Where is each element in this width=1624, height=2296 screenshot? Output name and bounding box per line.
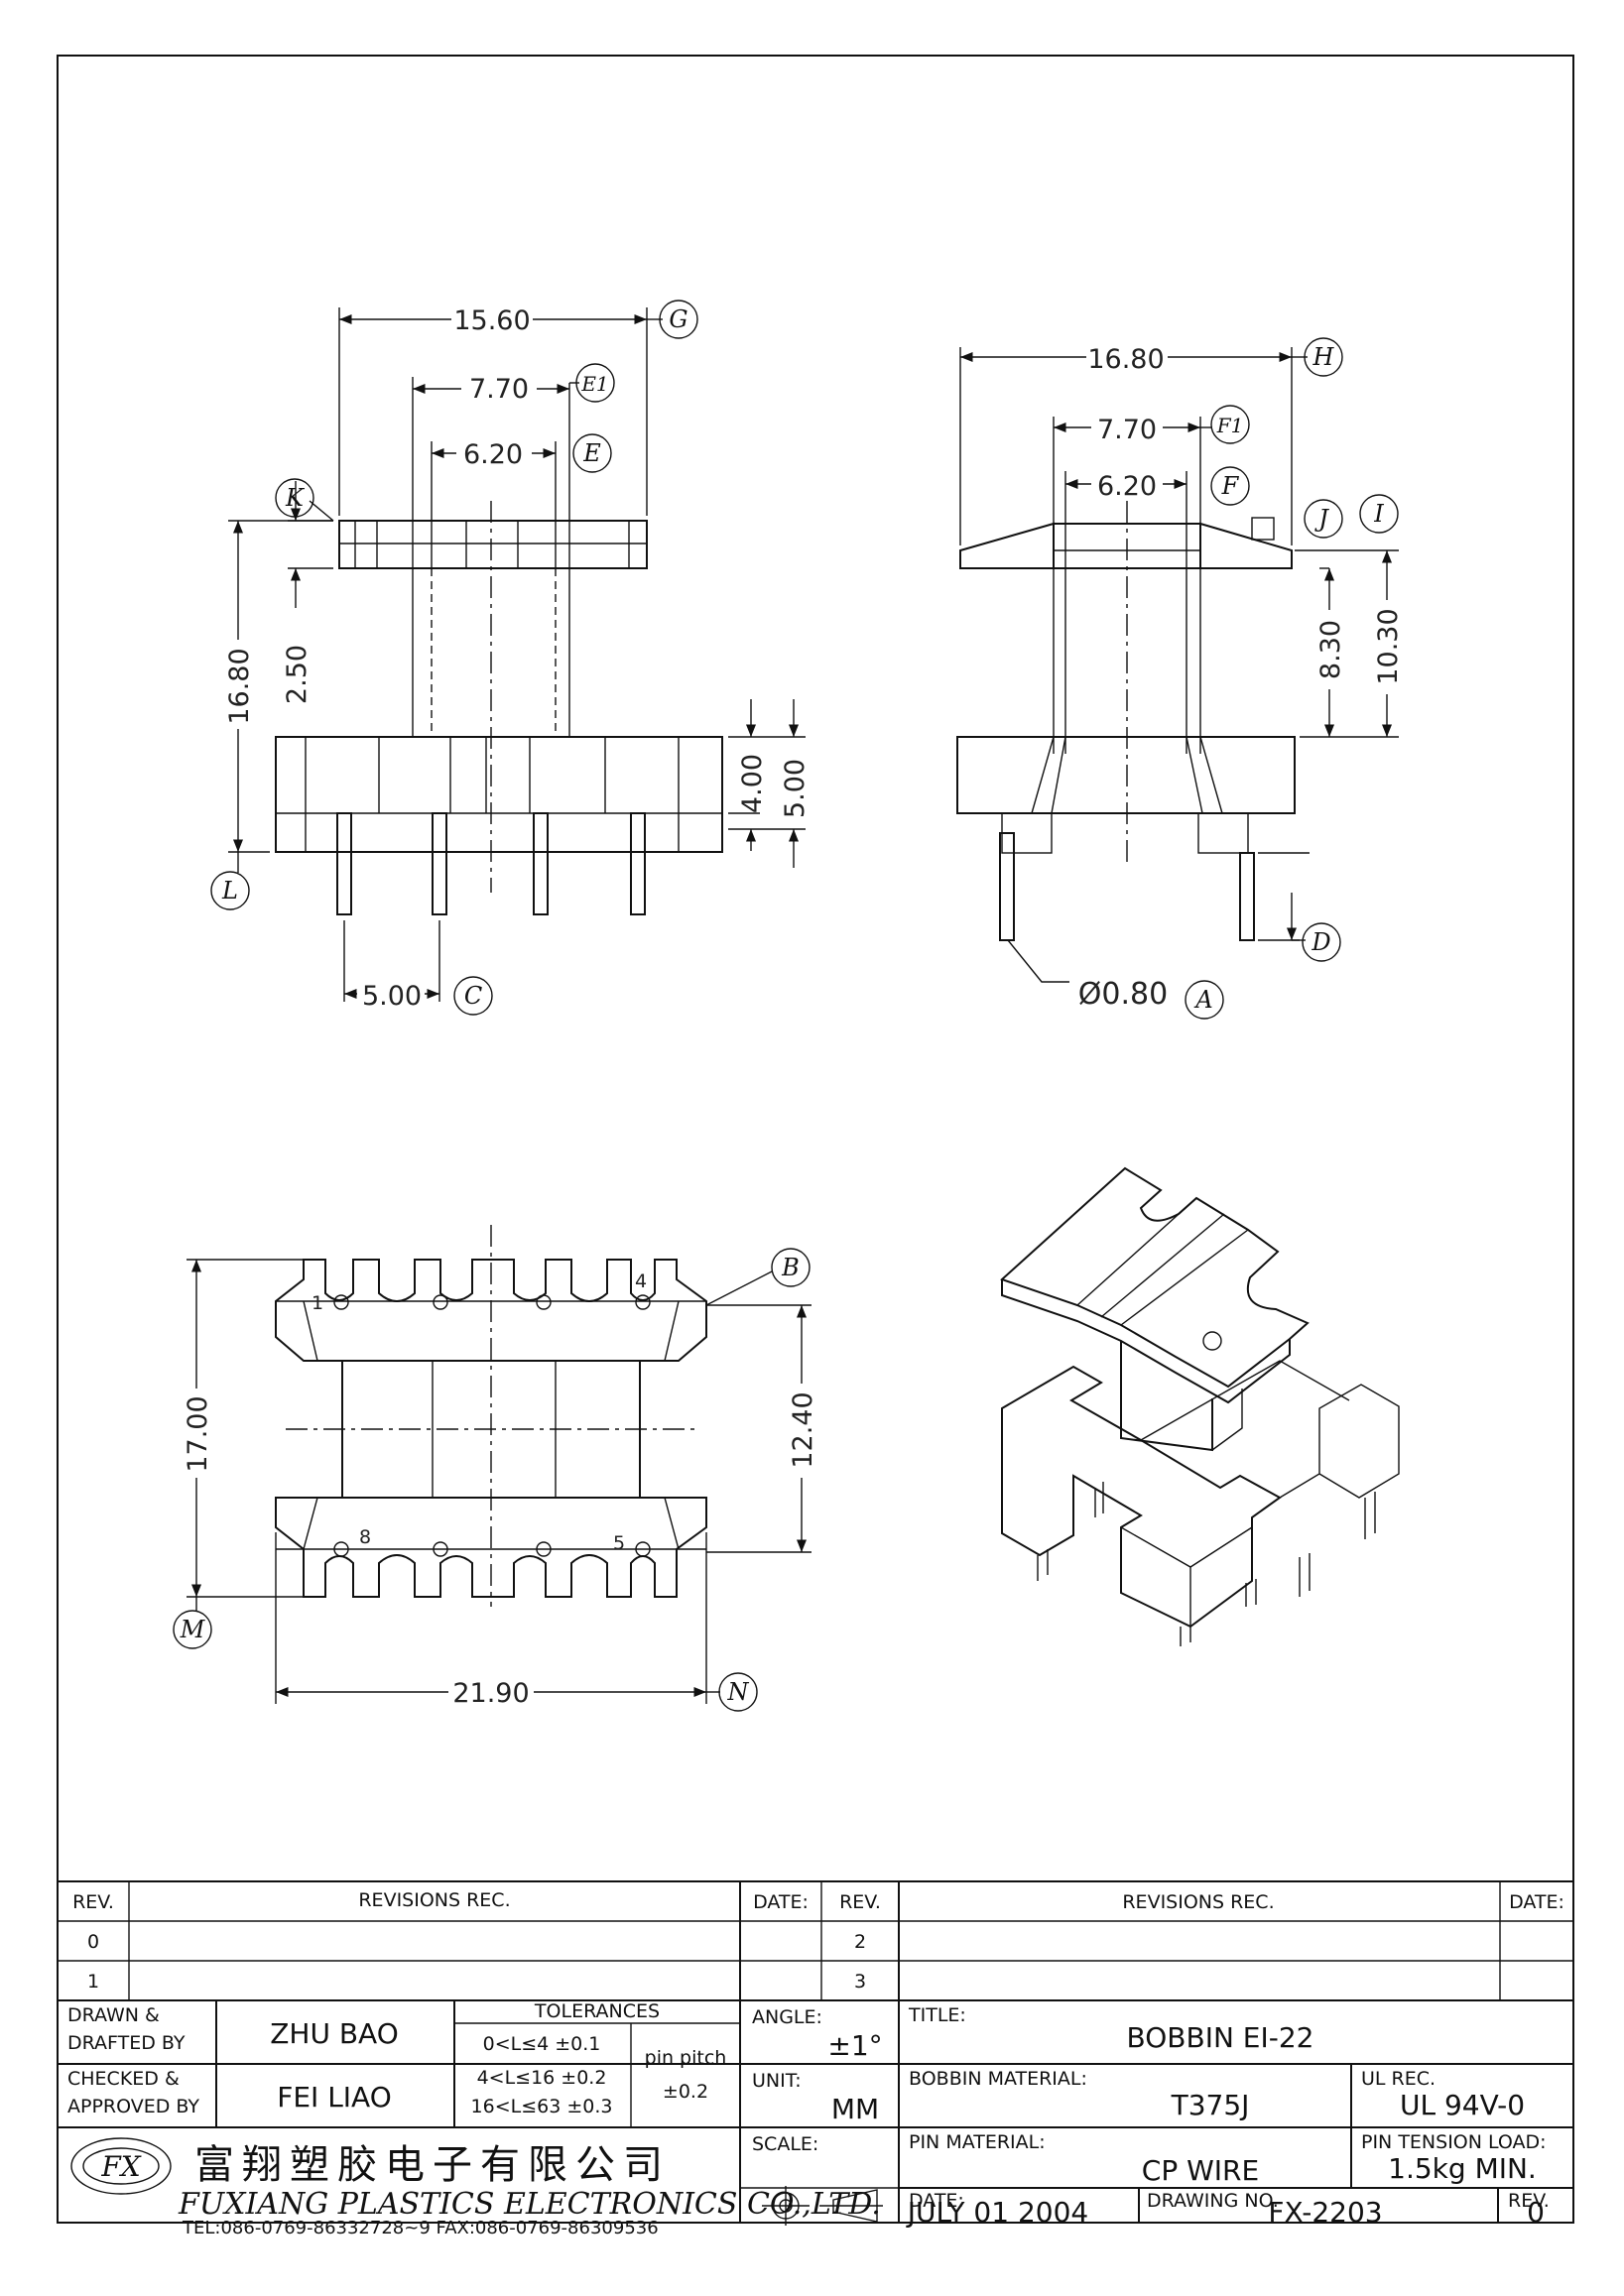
dim-6-20-side: 6.20	[1097, 471, 1157, 502]
company-logo: FX	[70, 2137, 172, 2195]
title-value: BOBBIN EI-22	[1127, 2021, 1314, 2054]
pin-tension-value: 1.5kg MIN.	[1388, 2152, 1537, 2185]
callout-b: B	[781, 1254, 800, 1281]
projection-symbol-icon	[762, 2186, 883, 2226]
rev-row-1: 1	[87, 1971, 99, 1993]
pin-label-1: 1	[312, 1292, 323, 1314]
tolerance-row-2: 4<L≤16 ±0.2	[477, 2067, 607, 2089]
dim-5-00-pitch: 5.00	[362, 981, 422, 1012]
dim-pin-diameter: Ø0.80	[1078, 977, 1168, 1012]
dim-4-00: 4.00	[737, 754, 768, 813]
sheet-border	[57, 55, 1574, 2224]
callout-h: H	[1312, 343, 1335, 371]
pin-material-value: CP WIRE	[1142, 2154, 1259, 2187]
dim-15-60: 15.60	[453, 305, 530, 336]
dim-21-90: 21.90	[452, 1678, 529, 1709]
checked-label: CHECKED &	[67, 2068, 180, 2090]
callout-d: D	[1311, 928, 1330, 956]
tolerance-row-1: 0<L≤4 ±0.1	[483, 2033, 601, 2055]
approved-label: APPROVED BY	[67, 2096, 199, 2117]
callout-e1: E1	[580, 372, 608, 396]
dim-7-70-side: 7.70	[1097, 415, 1157, 445]
drafted-label: DRAFTED BY	[67, 2032, 186, 2054]
date-label: DATE:	[909, 2190, 964, 2212]
callout-i: I	[1373, 500, 1384, 528]
callout-f1: F1	[1216, 414, 1244, 437]
rev-header-right: REV.	[839, 1891, 881, 1913]
revisions-header-right: REVISIONS REC.	[1122, 1891, 1274, 1913]
company-contact: TEL:086-0769-86332728~9 FAX:086-0769-863…	[182, 2218, 659, 2238]
drawing-no-label: DRAWING NO.	[1147, 2190, 1279, 2212]
callout-c: C	[464, 982, 482, 1010]
side-view: 16.80 7.70 6.20 8.30 10.30 Ø0.80 H	[956, 337, 1404, 1020]
callout-e: E	[582, 439, 601, 467]
bobbin-material-value: T375J	[1171, 2089, 1250, 2121]
date-header-right: DATE:	[1509, 1891, 1564, 1913]
dim-7-70-front: 7.70	[469, 374, 529, 405]
dim-16-80-side: 16.80	[1087, 344, 1164, 375]
date-header-left: DATE:	[753, 1891, 809, 1913]
pin-label-4: 4	[635, 1270, 647, 1292]
front-view: 15.60 7.70 6.20 2.50 16.80 4.00 5.00	[210, 300, 811, 1016]
rev-value: 0	[1527, 2196, 1545, 2229]
callout-a: A	[1193, 986, 1212, 1014]
pin-label-5: 5	[613, 1532, 625, 1554]
rev-row-3: 3	[854, 1971, 866, 1993]
title-label: TITLE:	[908, 2004, 966, 2026]
tolerances-label: TOLERANCES	[534, 2000, 660, 2022]
drawn-label: DRAWN &	[67, 2004, 160, 2026]
dim-16-80-front: 16.80	[224, 648, 255, 724]
pin-tension-label: PIN TENSION LOAD:	[1361, 2131, 1547, 2153]
callout-f: F	[1221, 472, 1240, 500]
pin-material-label: PIN MATERIAL:	[909, 2131, 1046, 2153]
dim-12-40: 12.40	[788, 1391, 818, 1468]
scale-label: SCALE:	[752, 2133, 818, 2155]
rev-row-2: 2	[854, 1931, 866, 1953]
svg-text:FX: FX	[100, 2150, 141, 2183]
ul-rec-value: UL 94V-0	[1400, 2089, 1525, 2121]
pin-pitch-value: ±0.2	[663, 2081, 708, 2103]
rev-header-left: REV.	[72, 1891, 114, 1913]
dim-17-00: 17.00	[183, 1395, 213, 1472]
isometric-view	[1000, 1166, 1400, 1646]
angle-label: ANGLE:	[752, 2006, 822, 2028]
callout-k: K	[285, 484, 306, 512]
unit-value: MM	[831, 2093, 879, 2125]
dim-10-30: 10.30	[1373, 608, 1404, 684]
dim-6-20-front: 6.20	[463, 439, 523, 470]
angle-value: ±1°	[827, 2029, 882, 2062]
dim-2-50: 2.50	[282, 645, 312, 704]
callout-m: M	[180, 1616, 206, 1643]
title-block: REV. REVISIONS REC. DATE: REV. REVISIONS…	[58, 1880, 1573, 2238]
callout-g: G	[669, 305, 687, 333]
dim-5-00-height: 5.00	[780, 759, 811, 818]
bobbin-material-label: BOBBIN MATERIAL:	[909, 2068, 1087, 2090]
unit-label: UNIT:	[752, 2070, 802, 2092]
dim-8-30: 8.30	[1315, 620, 1346, 679]
callout-l: L	[221, 877, 238, 905]
date-value: JULY 01 2004	[906, 2196, 1088, 2229]
drawn-by-value: ZHU BAO	[270, 2017, 399, 2050]
rev-row-0: 0	[87, 1931, 99, 1953]
revisions-header-left: REVISIONS REC.	[358, 1889, 510, 1911]
company-name-english: FUXIANG PLASTICS ELECTRONICS CO.,LTD.	[178, 2187, 881, 2222]
checked-by-value: FEI LIAO	[277, 2081, 392, 2114]
rev-label: REV.	[1508, 2190, 1550, 2212]
pin-label-8: 8	[359, 1526, 371, 1548]
bottom-view: 1 4 8 5 17.00 12.40 21.90	[173, 1225, 818, 1712]
pin-pitch-label: pin pitch	[645, 2047, 727, 2069]
ul-rec-label: UL REC.	[1361, 2068, 1436, 2090]
callout-n: N	[727, 1678, 750, 1706]
tolerance-row-3: 16<L≤63 ±0.3	[471, 2096, 613, 2117]
callout-j: J	[1313, 505, 1329, 533]
drawing-no-value: FX-2203	[1268, 2196, 1382, 2229]
company-name-chinese: 富翔塑胶电子有限公司	[194, 2142, 671, 2188]
